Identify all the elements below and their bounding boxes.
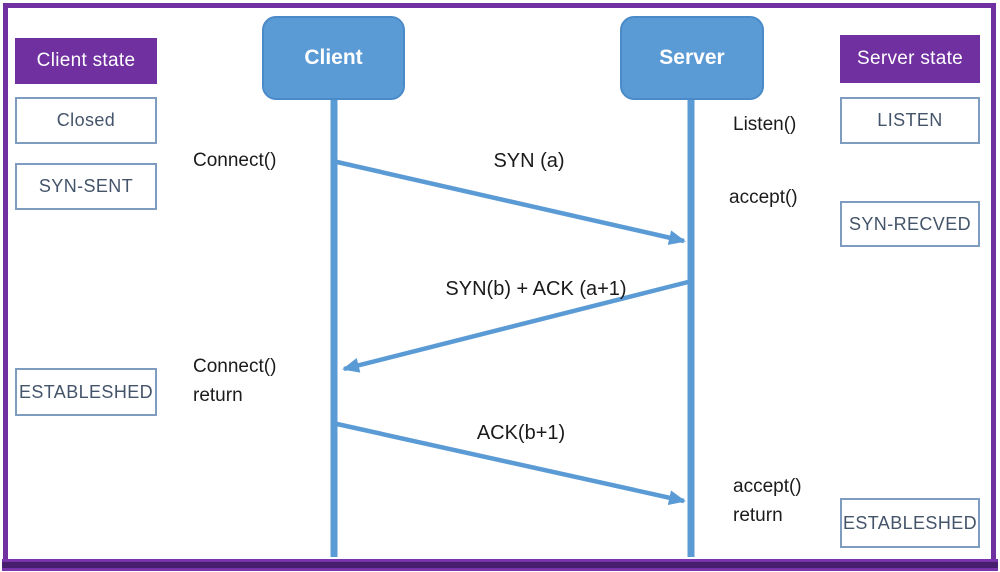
server-state-header-label: Server state: [856, 48, 964, 69]
client-state-header: Client state: [15, 38, 157, 84]
connect-call-label: Connect(): [193, 150, 277, 171]
syn-ack-arrow: [342, 278, 693, 373]
ack-arrow: [336, 421, 686, 506]
syn-arrow: [336, 159, 686, 245]
state-label-listen: LISTEN: [877, 110, 943, 130]
client-state-header-label: Client state: [36, 50, 136, 71]
state-label-syn-recved: SYN-RECVED: [848, 213, 972, 234]
bottom-bar: [2, 559, 998, 571]
state-box-syn-recved: SYN-RECVED: [840, 201, 980, 247]
accept-return-label: accept() return: [733, 476, 802, 526]
state-label-established-server: ESTABLESHED: [842, 512, 978, 533]
accept-call-label: accept(): [729, 187, 798, 208]
server-actor-label: Server: [659, 46, 725, 69]
syn-message-label: SYN (a): [493, 150, 565, 172]
state-box-established-server: ESTABLESHED: [840, 498, 980, 548]
syn-ack-message-label: SYN(b) + ACK (a+1): [445, 278, 627, 300]
state-label-closed: Closed: [56, 110, 116, 130]
listen-call-label: Listen(): [733, 114, 797, 135]
state-box-listen: LISTEN: [840, 97, 980, 144]
connect-return-label: Connect() return: [193, 356, 277, 406]
state-box-established-client: ESTABLESHED: [15, 368, 157, 416]
server-actor-box: Server: [620, 16, 764, 100]
state-box-syn-sent: SYN-SENT: [15, 163, 157, 210]
client-actor-box: Client: [262, 16, 405, 100]
state-label-established-client: ESTABLESHED: [18, 381, 154, 402]
client-actor-label: Client: [304, 46, 363, 69]
server-state-header: Server state: [840, 35, 980, 83]
state-box-closed: Closed: [15, 97, 157, 144]
state-label-syn-sent: SYN-SENT: [38, 176, 134, 196]
ack-message-label: ACK(b+1): [476, 422, 566, 444]
